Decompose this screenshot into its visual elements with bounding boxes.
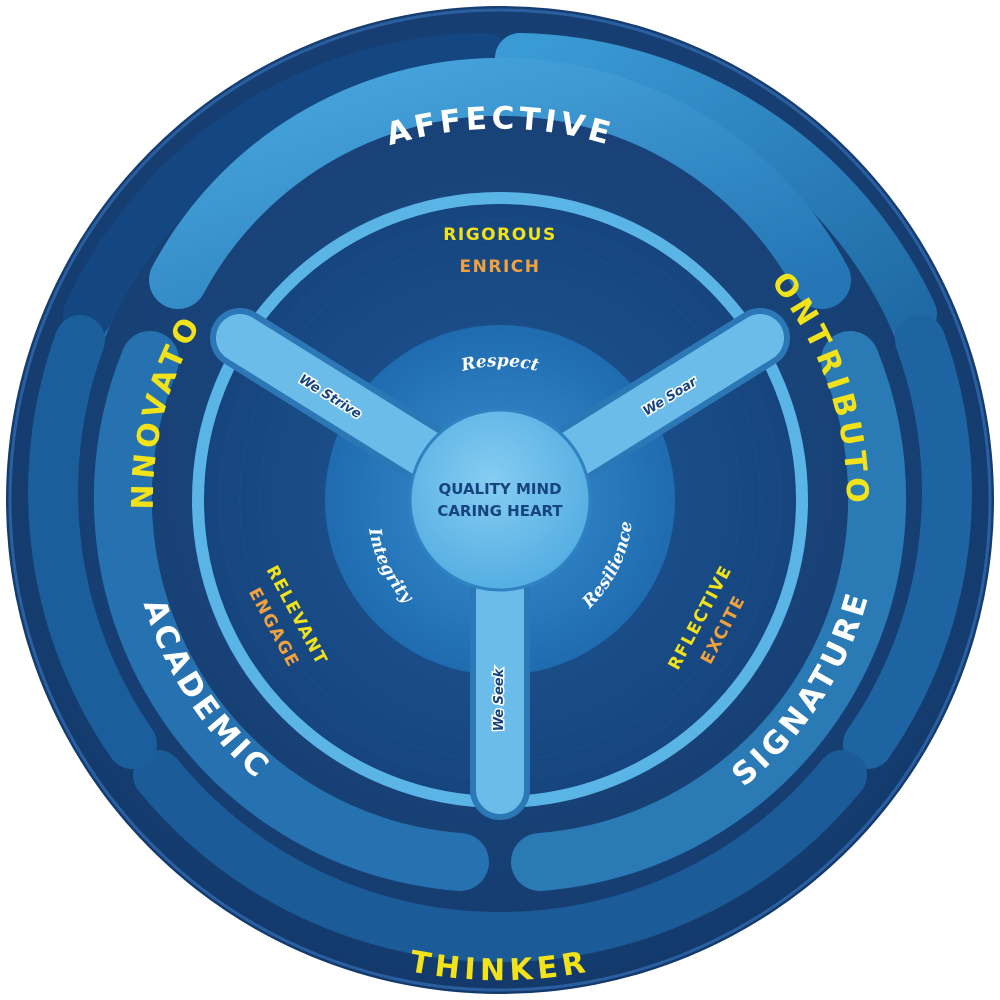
middle-band-segment-right [511, 331, 907, 891]
outer-band-segment-top-left [63, 33, 509, 339]
middle-band-segment-left [93, 331, 489, 891]
middle-band-segment-top [149, 57, 851, 309]
spoke-label-we-seek: We Seek [492, 667, 507, 731]
outer-band [28, 33, 972, 962]
middle-band [93, 57, 907, 891]
outer-ring-edge [8, 8, 992, 992]
sector-top-line2: ENRICH [460, 257, 541, 277]
core-label-line1: QUALITY MIND [438, 480, 561, 498]
outer-band-segment-top-right [495, 33, 937, 339]
sector-top-line1: RIGOROUS [443, 225, 556, 245]
outer-band-segment-right [843, 315, 972, 769]
outer-band-segment-bottom [133, 750, 867, 962]
core-circle [408, 408, 592, 592]
outer-band-segment-left [28, 315, 157, 769]
core-label-line2: CARING HEART [437, 502, 563, 520]
